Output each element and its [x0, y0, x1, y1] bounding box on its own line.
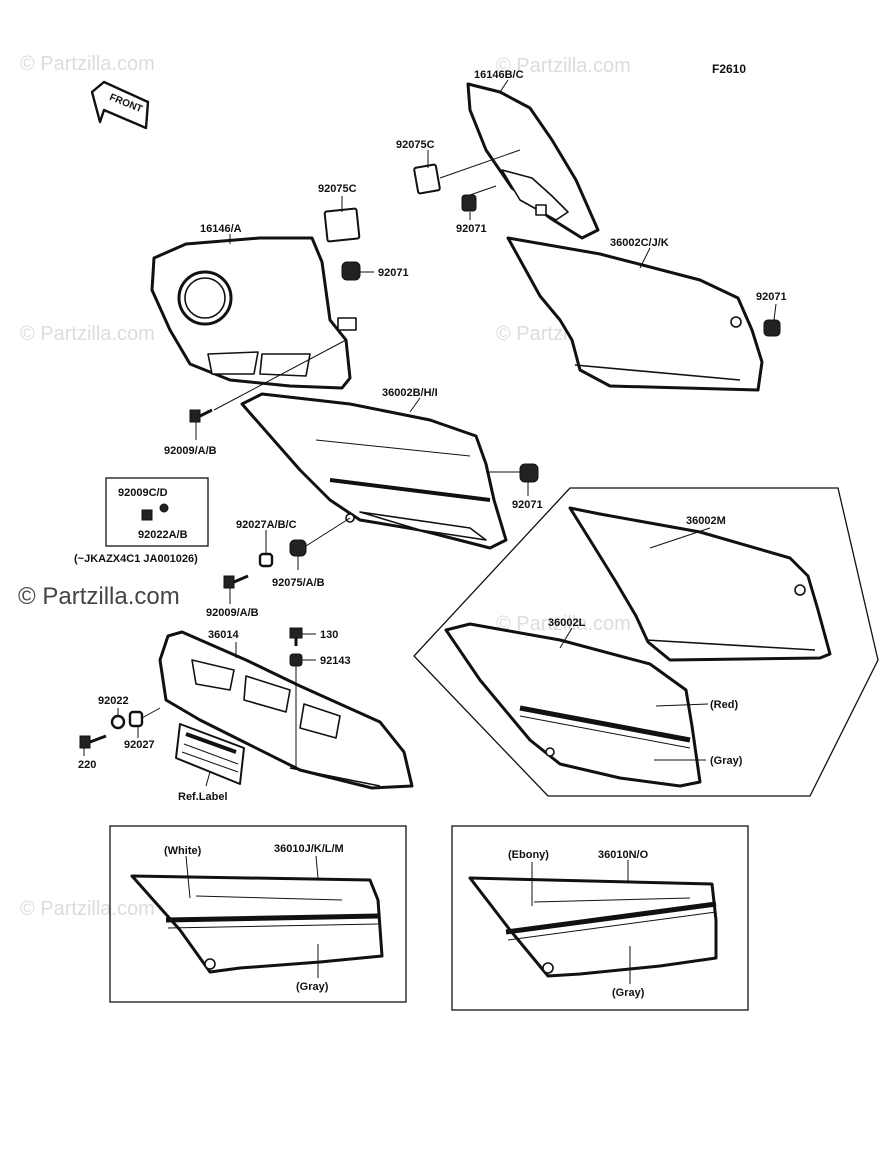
watermark: © Partzilla.com [20, 323, 155, 345]
figure-code: F2610 [712, 62, 746, 76]
collar-92027 [128, 710, 144, 728]
label-ebony: (Ebony) [508, 849, 549, 861]
label-36002bhi: 36002B/H/I [382, 387, 438, 399]
leader-lines [83, 79, 777, 984]
part-36002m [568, 506, 832, 662]
label-92075c: 92075C [396, 139, 435, 151]
label-92009ab: 92009/A/B [164, 445, 217, 457]
label-92071: 92071 [456, 223, 487, 235]
inset-box-36010no [451, 825, 749, 1011]
front-arrow-icon: FRONT [90, 80, 150, 130]
label-92027: 92027 [124, 739, 155, 751]
washer-92022ab [159, 503, 169, 513]
part-16146bc [466, 82, 600, 240]
label-red: (Red) [710, 699, 738, 711]
label-36014: 36014 [208, 629, 239, 641]
washer-92022 [110, 714, 126, 730]
part-36010jklm [130, 874, 384, 974]
label-36002cjk: 36002C/J/K [610, 237, 669, 249]
watermark: © Partzilla.com [20, 898, 155, 920]
nut-92143 [289, 653, 303, 667]
grommet-92075ab [289, 539, 307, 557]
label-92075ab: 92075/A/B [272, 577, 325, 589]
grommet-92071 [341, 261, 361, 281]
part-labels: 16146B/C 92075C 92071 36002C/J/K 92071 9… [74, 69, 787, 999]
part-92075c-cushion [323, 207, 361, 243]
label-92071: 92071 [512, 499, 543, 511]
bolt-220 [79, 734, 107, 749]
bolt-92009cd [141, 509, 153, 521]
grommet-92071 [461, 194, 477, 212]
watermark: © Partzilla.com [496, 55, 631, 77]
label-130: 130 [320, 629, 338, 641]
label-220: 220 [78, 759, 96, 771]
label-92022: 92022 [98, 695, 129, 707]
label-gray: (Gray) [296, 981, 329, 993]
label-gray: (Gray) [710, 755, 743, 767]
part-36010no [468, 876, 718, 978]
label-92075c: 92075C [318, 183, 357, 195]
label-36010jklm: 36010J/K/L/M [274, 843, 344, 855]
label-92143: 92143 [320, 655, 351, 667]
label-36002l: 36002L [548, 617, 586, 629]
inset-box-serial [105, 477, 209, 547]
watermark: © Partzilla.com [20, 53, 155, 75]
inset-box-36010jklm [109, 825, 407, 1003]
label-16146a: 16146/A [200, 223, 242, 235]
label-serial-note: (~JKAZX4C1 JA001026) [74, 553, 198, 565]
label-ref-label: Ref.Label [178, 791, 228, 803]
label-92009ab: 92009/A/B [206, 607, 259, 619]
part-36002l [444, 622, 702, 788]
label-92027abc: 92027A/B/C [236, 519, 297, 531]
bolt-130 [289, 627, 303, 646]
label-92022ab: 92022A/B [138, 529, 188, 541]
collar-92027abc [258, 552, 274, 568]
grommet-92071 [763, 319, 781, 337]
part-36002cjk [506, 236, 764, 392]
label-gray: (Gray) [612, 987, 645, 999]
bolt-92009ab [189, 408, 213, 423]
label-92009cd: 92009C/D [118, 487, 168, 499]
watermark: © Partzilla.com [496, 613, 631, 635]
grommet-92071 [519, 463, 539, 483]
part-92075c-cushion [413, 163, 441, 195]
part-36014 [158, 630, 414, 790]
bolt-92009ab [223, 574, 249, 589]
label-white: (White) [164, 845, 202, 857]
label-36002m: 36002M [686, 515, 726, 527]
inset-diamond-group [413, 487, 879, 797]
part-16146a [150, 236, 357, 390]
label-92071: 92071 [378, 267, 409, 279]
label-36010no: 36010N/O [598, 849, 649, 861]
part-36002bhi [240, 392, 508, 550]
ref-label-plate [175, 723, 245, 785]
label-16146bc: 16146B/C [474, 69, 524, 81]
label-92071: 92071 [756, 291, 787, 303]
watermark-prominent: © Partzilla.com [18, 583, 180, 610]
